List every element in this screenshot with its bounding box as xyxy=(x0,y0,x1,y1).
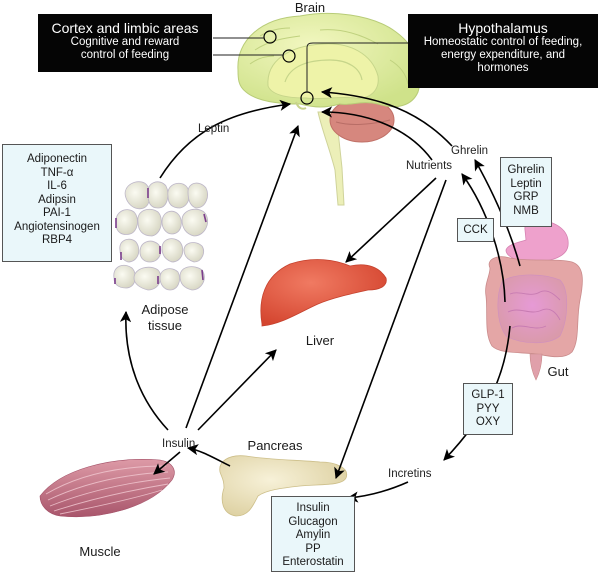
arrow-insulin-to-liver xyxy=(197,349,277,431)
pancreatic-hormone-item: PP xyxy=(305,542,321,555)
insulin-signal-label: Insulin xyxy=(162,438,196,450)
adipokines-box: Adiponectin TNF-α IL-6 Adipsin PAI-1 Ang… xyxy=(2,144,112,262)
arrow-ghrelin-to-brain xyxy=(320,87,453,147)
incretins-signal-label: Incretins xyxy=(388,468,432,480)
stomach-hormone-item: GRP xyxy=(513,191,539,203)
adipokine-item: Angiotensinogen xyxy=(14,220,100,233)
hypothalamus-callout-line: energy expenditure, and xyxy=(440,49,566,61)
arrow-adipose-to-brain-leptin xyxy=(159,99,292,179)
intestinal-hormone-item: PYY xyxy=(476,402,500,415)
arrow-nutrients-to-brain xyxy=(320,106,433,161)
gut-illustration xyxy=(485,219,583,381)
stomach-hormones-box: Ghrelin Leptin GRP NMB xyxy=(500,157,552,227)
cortex-marker xyxy=(263,30,277,44)
brain-illustration xyxy=(213,12,421,206)
intestinal-hormone-item: GLP-1 xyxy=(471,389,505,401)
stomach-hormone-item: Ghrelin xyxy=(507,164,545,176)
adipose-illustration xyxy=(113,181,208,291)
stomach-hormone-item: NMB xyxy=(513,204,539,217)
gut-label: Gut xyxy=(547,364,569,379)
hypothalamus-callout-title: Hypothalamus xyxy=(458,20,548,36)
pancreatic-hormone-item: Glucagon xyxy=(288,515,338,528)
adipokine-item: TNF-α xyxy=(40,166,74,179)
muscle-illustration xyxy=(39,459,175,517)
adipokine-item: PAI-1 xyxy=(43,207,71,219)
muscle-label: Muscle xyxy=(79,544,121,559)
ghrelin-signal-label: Ghrelin xyxy=(451,145,489,157)
nutrients-signal-label: Nutrients xyxy=(406,160,453,172)
hypothalamus-callout-line: Homeostatic control of feeding, xyxy=(423,36,583,48)
adipokine-item: Adipsin xyxy=(38,193,76,206)
cortex-callout: Cortex and limbic areas Cognitive and re… xyxy=(38,14,212,72)
cortex-callout-line: Cognitive and reward xyxy=(70,36,180,48)
cck-item: CCK xyxy=(463,224,488,236)
arrow-nutrients-to-pancreas xyxy=(334,179,447,480)
brain-label: Brain xyxy=(294,0,326,15)
cortex-callout-line: control of feeding xyxy=(80,49,170,61)
pancreatic-hormone-item: Amylin xyxy=(295,529,331,541)
arrow-insulin-to-adipose xyxy=(119,310,169,431)
adipokine-item: IL-6 xyxy=(47,180,67,192)
arrow-nutrients-to-liver xyxy=(345,177,437,263)
liver-illustration xyxy=(260,259,387,327)
intestinal-hormone-item: OXY xyxy=(475,416,501,428)
adipose-label-line: tissue xyxy=(148,318,182,333)
limbic-marker xyxy=(282,49,296,63)
pancreas-label: Pancreas xyxy=(247,438,303,453)
arrow-incretins-to-pancreas xyxy=(346,481,409,503)
arrow-insulin-to-brain xyxy=(185,124,300,429)
arrow-insulin-to-muscle xyxy=(153,451,181,475)
hypothalamus-callout: Hypothalamus Homeostatic control of feed… xyxy=(408,14,598,88)
adipokine-item: RBP4 xyxy=(41,234,73,246)
stomach-hormone-item: Leptin xyxy=(510,177,542,190)
cck-box: CCK xyxy=(457,218,494,242)
pancreatic-hormone-item: Insulin xyxy=(296,502,330,514)
liver-label: Liver xyxy=(305,333,335,348)
adipose-label: Adipose tissue xyxy=(130,302,200,334)
pancreas-illustration xyxy=(219,455,348,517)
hypothalamus-callout-line: hormones xyxy=(477,62,529,74)
pancreatic-hormone-item: Enterostatin xyxy=(282,556,344,568)
leptin-signal-label: Leptin xyxy=(198,123,230,135)
pancreatic-hormones-box: Insulin Glucagon Amylin PP Enterostatin xyxy=(271,496,355,572)
arrow-pancreas-to-insulin xyxy=(186,444,231,467)
cortex-callout-title: Cortex and limbic areas xyxy=(51,20,199,36)
adipose-label-line: Adipose xyxy=(141,302,189,317)
intestinal-hormones-box: GLP-1 PYY OXY xyxy=(463,383,513,435)
adipokine-item: Adiponectin xyxy=(26,153,88,165)
